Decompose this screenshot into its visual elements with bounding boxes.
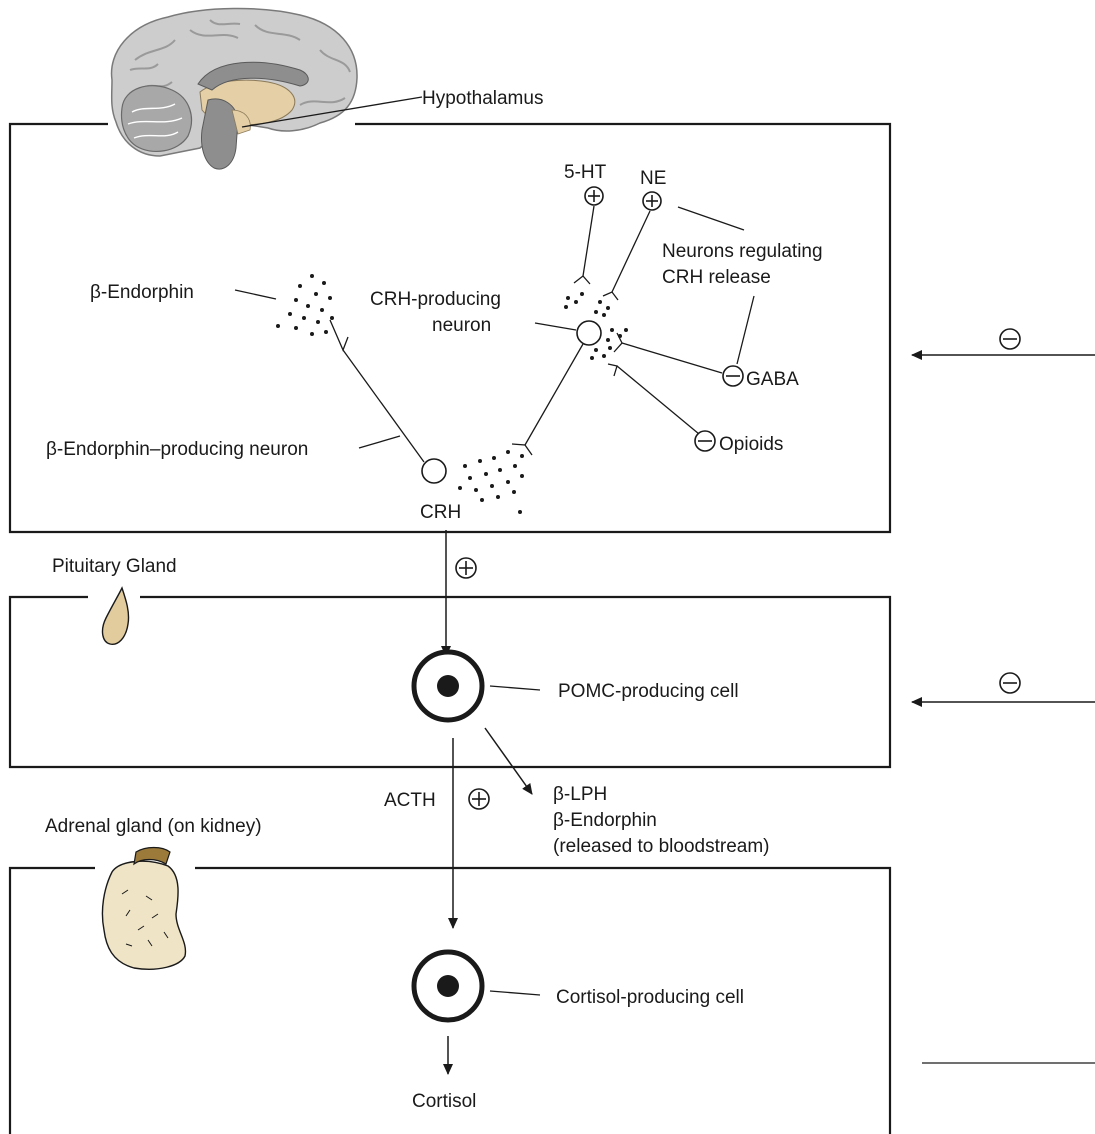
lph-arrow [484, 727, 533, 795]
pomc-label: POMC-producing cell [558, 681, 739, 702]
pituitary-box [8, 595, 892, 769]
gaba-label: GABA [746, 369, 799, 390]
lph-label: β-LPH [553, 784, 607, 805]
ne-label: NE [640, 168, 666, 189]
crh-neuron-label-1: CRH-producing [370, 289, 501, 310]
hypothalamus-label: Hypothalamus [422, 88, 543, 109]
plus-sign-5ht [584, 186, 604, 206]
five-ht-label: 5-HT [564, 162, 607, 183]
beta-endorphin-neuron-label: β-Endorphin–producing neuron [46, 439, 308, 460]
crh-producing-neuron [576, 320, 602, 346]
plus-sign-acth [468, 788, 490, 810]
hypothalamus-box [8, 122, 892, 534]
cortisol-cell-label: Cortisol-producing cell [556, 987, 744, 1008]
plus-sign-crh [455, 557, 477, 579]
crh-vesicles [458, 450, 524, 514]
beta-endorphin-released-label: β-Endorphin [553, 810, 657, 831]
minus-sign-pituitary [999, 672, 1021, 694]
minus-sign-hypothalamus [999, 328, 1021, 350]
neurons-regulating-label-2: CRH release [662, 267, 771, 288]
pituitary-label: Pituitary Gland [52, 556, 177, 577]
acth-label: ACTH [384, 790, 436, 811]
plus-sign-ne [642, 191, 662, 211]
adrenal-box [8, 866, 892, 1134]
beta-endorphin-label: β-Endorphin [90, 282, 194, 303]
minus-sign-gaba [722, 365, 744, 387]
adrenal-label: Adrenal gland (on kidney) [45, 816, 262, 837]
neurons-regulating-label-1: Neurons regulating [662, 241, 823, 262]
neurotransmitter-vesicles-crh [564, 292, 628, 360]
pituitary-gland-illustration [101, 586, 130, 645]
beta-endorphin-producing-neuron [421, 458, 447, 484]
brain-illustration [110, 7, 358, 170]
opioids-label: Opioids [719, 434, 783, 455]
released-label: (released to bloodstream) [553, 836, 770, 857]
crh-label: CRH [420, 502, 461, 523]
beta-endorphin-vesicles [276, 274, 334, 336]
minus-sign-opioids [694, 430, 716, 452]
crh-neuron-label-2: neuron [432, 315, 491, 336]
adrenal-gland-illustration [101, 846, 187, 970]
cortisol-label: Cortisol [412, 1091, 476, 1112]
